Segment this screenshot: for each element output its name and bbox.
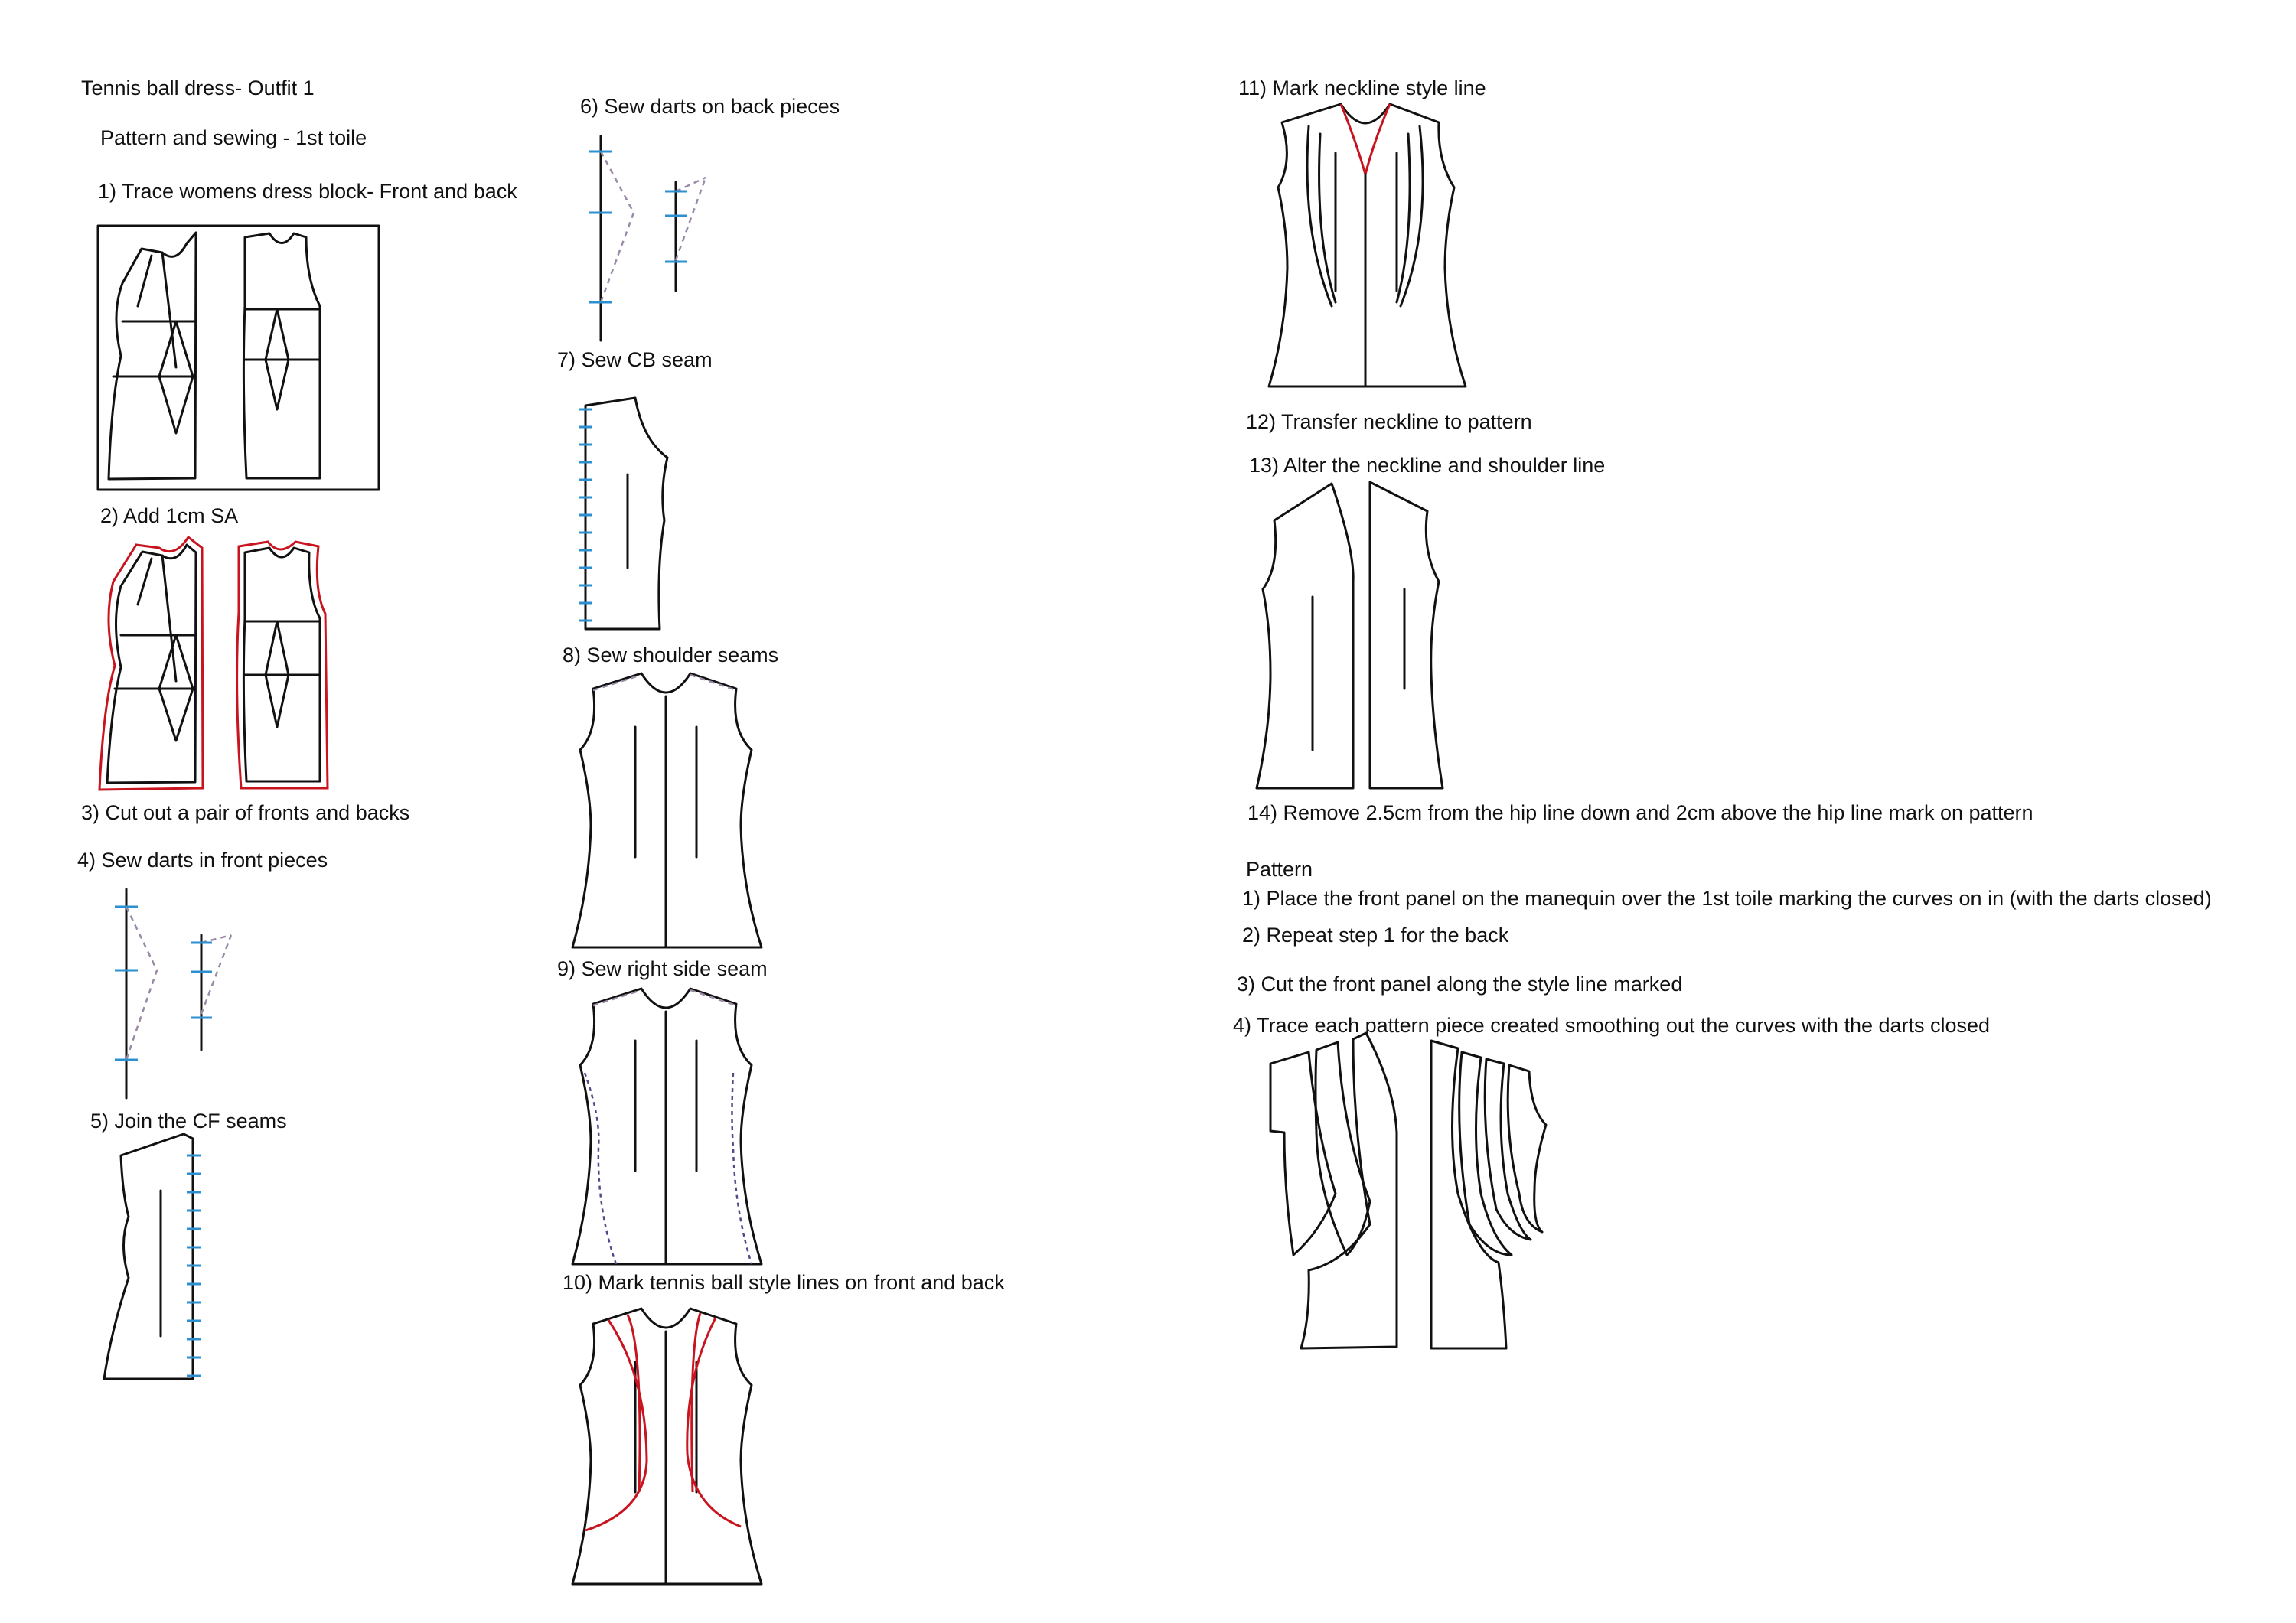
back-sa-piece	[236, 540, 329, 790]
step-1-label: 1) Trace womens dress block- Front and b…	[98, 180, 517, 203]
pattern-pieces-figure	[1269, 1031, 1548, 1350]
step-9-label: 9) Sew right side seam	[557, 957, 768, 980]
cb-tack-marks	[579, 408, 592, 622]
step-13-figure	[1255, 481, 1444, 790]
pattern-piece-5	[1458, 1051, 1513, 1256]
step-6-label: 6) Sew darts on back pieces	[580, 95, 840, 118]
pattern-step-1: 1) Place the front panel on the manequin…	[1242, 887, 2212, 910]
step-8-figure	[571, 672, 763, 949]
tracing-frame	[96, 224, 380, 491]
step-5-label: 5) Join the CF seams	[90, 1110, 287, 1133]
step-9-figure	[571, 987, 763, 1266]
pattern-step-2: 2) Repeat step 1 for the back	[1242, 924, 1509, 947]
step-6-figure	[589, 135, 707, 342]
pattern-piece-7	[1506, 1064, 1548, 1234]
pattern-piece-2	[1314, 1041, 1371, 1256]
pattern-piece-3	[1300, 1031, 1398, 1350]
front-sa-piece	[98, 535, 204, 791]
page-subtitle: Pattern and sewing - 1st toile	[100, 126, 367, 149]
step-1-figure	[96, 224, 380, 491]
pattern-step-4: 4) Trace each pattern piece created smoo…	[1233, 1014, 1991, 1037]
front-block	[107, 231, 197, 481]
step-5-figure	[103, 1133, 201, 1380]
step-12-label: 12) Transfer neckline to pattern	[1246, 410, 1532, 433]
pattern-heading: Pattern	[1246, 858, 1313, 881]
step-4-figure	[115, 888, 233, 1100]
pattern-piece-1	[1269, 1051, 1337, 1256]
step-3-label: 3) Cut out a pair of fronts and backs	[81, 801, 410, 824]
step-2-figure	[98, 535, 329, 791]
pattern-piece-4	[1430, 1039, 1508, 1350]
step-2-label: 2) Add 1cm SA	[100, 504, 239, 527]
page-title: Tennis ball dress- Outfit 1	[81, 77, 315, 99]
step-10-figure	[571, 1307, 763, 1586]
step-10-label: 10) Mark tennis ball style lines on fron…	[563, 1271, 1005, 1294]
step-4-label: 4) Sew darts in front pieces	[77, 849, 328, 872]
back-block	[242, 232, 321, 480]
pattern-step-3: 3) Cut the front panel along the style l…	[1237, 973, 1683, 996]
cf-tack-marks	[187, 1154, 201, 1377]
step-11-label: 11) Mark neckline style line	[1238, 77, 1486, 99]
step-7-label: 7) Sew CB seam	[557, 348, 713, 371]
step-14-label: 14) Remove 2.5cm from the hip line down …	[1247, 801, 2033, 824]
pattern-piece-6	[1483, 1058, 1532, 1241]
step-8-label: 8) Sew shoulder seams	[563, 644, 779, 666]
step-7-figure	[579, 396, 669, 631]
step-11-figure	[1267, 103, 1467, 388]
step-13-label: 13) Alter the neckline and shoulder line	[1249, 454, 1606, 477]
